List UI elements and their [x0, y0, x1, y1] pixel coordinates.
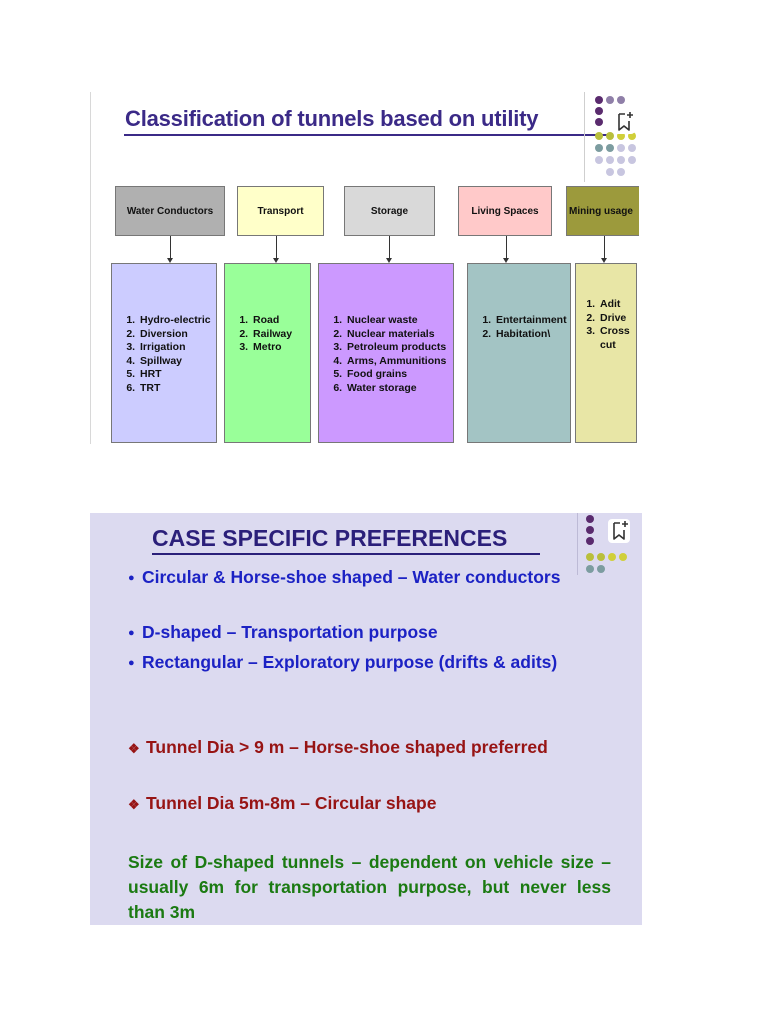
bullet-icon: ● — [128, 627, 135, 639]
title-underline — [124, 134, 607, 136]
arrow-down-icon — [273, 258, 279, 263]
bookmark-add-icon[interactable] — [608, 519, 630, 543]
list-item: Adit — [598, 298, 632, 312]
item-list: Entertainment Habitation\ — [474, 314, 567, 342]
bullet-text: Tunnel Dia > 9 m – Horse-shoe shaped pre… — [146, 737, 548, 757]
list-item: Food grains — [345, 368, 449, 382]
arrow-down-icon — [386, 258, 392, 263]
bullet-text: Rectangular – Exploratory purpose (drift… — [142, 652, 558, 672]
category-living-spaces: Living Spaces — [458, 186, 552, 236]
slide-title: CASE SPECIFIC PREFERENCES — [152, 525, 508, 551]
list-item: Arms, Ammunitions — [345, 355, 449, 369]
item-list: Nuclear waste Nuclear materials Petroleu… — [325, 314, 449, 396]
item-list: Hydro-electric Diversion Irrigation Spil… — [118, 314, 212, 396]
decor-divider — [577, 513, 578, 575]
decor-divider — [584, 92, 585, 182]
list-item: Petroleum products — [345, 341, 449, 355]
category-label: Living Spaces — [471, 205, 539, 217]
card-transport: Road Railway Metro — [224, 263, 311, 443]
diamond-bullet-icon: ❖ — [128, 797, 140, 812]
bullet-item: ● Circular & Horse-shoe shaped – Water co… — [128, 565, 611, 591]
list-item: Road — [251, 314, 306, 328]
list-item: Cross cut — [598, 325, 632, 352]
list-item: HRT — [138, 368, 212, 382]
list-item: Irrigation — [138, 341, 212, 355]
list-item: Railway — [251, 328, 306, 342]
bullet-item: ● D-shaped – Transportation purpose — [128, 620, 611, 646]
category-label: Mining usage — [569, 205, 633, 217]
slide-title: Classification of tunnels based on utili… — [125, 106, 539, 131]
list-item: Spillway — [138, 355, 212, 369]
list-item: Diversion — [138, 328, 212, 342]
arrow-down-icon — [167, 258, 173, 263]
title-underline — [152, 553, 540, 555]
card-living-spaces: Entertainment Habitation\ — [467, 263, 571, 443]
list-item: Drive — [598, 312, 632, 326]
bullet-icon: ● — [128, 657, 135, 669]
bullet-text: Tunnel Dia 5m-8m – Circular shape — [146, 793, 437, 813]
arrow-down-icon — [601, 258, 607, 263]
item-list: Road Railway Metro — [231, 314, 306, 355]
diamond-bullet-icon: ❖ — [128, 741, 140, 756]
category-label: Storage — [370, 205, 409, 217]
category-mining-usage: Mining usage — [566, 186, 639, 236]
bookmark-add-icon[interactable] — [613, 110, 635, 134]
list-item: Hydro-electric — [138, 314, 212, 328]
category-storage: Storage — [344, 186, 435, 236]
note-text: Size of D-shaped tunnels – dependent on … — [128, 852, 611, 922]
card-storage: Nuclear waste Nuclear materials Petroleu… — [318, 263, 454, 443]
bullet-item: ❖ Tunnel Dia > 9 m – Horse-shoe shaped pr… — [128, 735, 611, 761]
bullet-text: Circular & Horse-shoe shaped – Water con… — [142, 567, 561, 587]
connector-line — [389, 236, 390, 258]
slide-case-specific-preferences: CASE SPECIFIC PREFERENCES ● Circular & Ho… — [90, 513, 642, 925]
item-list: Adit Drive Cross cut — [580, 298, 632, 352]
list-item: Habitation\ — [494, 328, 566, 342]
slide-classification: Classification of tunnels based on utili… — [90, 92, 639, 444]
arrow-down-icon — [503, 258, 509, 263]
category-label: Water Conductors — [126, 205, 214, 217]
list-item: Entertainment — [494, 314, 567, 328]
list-item: TRT — [138, 382, 212, 396]
bullet-item: ● Rectangular – Exploratory purpose (drif… — [128, 650, 611, 676]
list-item: Water storage — [345, 382, 449, 396]
category-water-conductors: Water Conductors — [115, 186, 225, 236]
bullet-icon: ● — [128, 572, 135, 584]
connector-line — [604, 236, 605, 258]
card-water-conductors: Hydro-electric Diversion Irrigation Spil… — [111, 263, 217, 443]
list-item: Metro — [251, 341, 306, 355]
list-item: Nuclear materials — [345, 328, 449, 342]
category-label: Transport — [257, 205, 304, 217]
card-mining-usage: Adit Drive Cross cut — [575, 263, 637, 443]
connector-line — [506, 236, 507, 258]
connector-line — [276, 236, 277, 258]
bullet-item: ❖ Tunnel Dia 5m-8m – Circular shape — [128, 791, 611, 817]
bullet-text: D-shaped – Transportation purpose — [142, 622, 438, 642]
category-transport: Transport — [237, 186, 324, 236]
connector-line — [170, 236, 171, 258]
list-item: Nuclear waste — [345, 314, 449, 328]
